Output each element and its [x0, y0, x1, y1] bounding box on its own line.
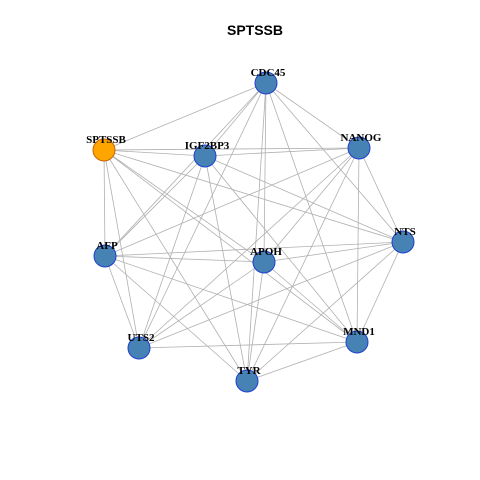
node-circle-nanog: [347, 136, 371, 160]
node-label-tyr: TYR: [237, 365, 261, 377]
edge-igf2bp3-nanog: [204, 147, 360, 157]
edge-tyr-mnd1: [246, 341, 358, 382]
edge-afp-mnd1: [104, 255, 358, 343]
node-circle-afp: [93, 244, 117, 268]
edge-nanog-nts: [358, 147, 404, 243]
edge-sptssb-mnd1: [103, 149, 358, 343]
edge-igf2bp3-nts: [204, 155, 404, 243]
edge-afp-uts2: [104, 255, 140, 349]
node-circle-uts2: [127, 336, 151, 360]
edge-nts-uts2: [138, 241, 404, 349]
edge-nts-mnd1: [356, 241, 404, 343]
node-circle-igf2bp3: [193, 144, 217, 168]
edge-sptssb-apoh: [103, 149, 265, 263]
node-igf2bp3: IGF2BP3: [185, 140, 230, 168]
edge-nanog-apoh: [263, 147, 360, 263]
node-apoh: APOH: [250, 246, 282, 274]
node-mnd1: MND1: [343, 326, 375, 354]
diagram-title: SPTSSB: [227, 22, 283, 38]
edge-nts-tyr: [246, 241, 404, 382]
edge-nanog-afp: [104, 147, 360, 257]
edge-igf2bp3-cdc45: [204, 82, 267, 157]
node-label-cdc45: CDC45: [251, 67, 286, 79]
node-circle-cdc45: [254, 71, 278, 95]
node-tyr: TYR: [235, 365, 262, 393]
node-label-nanog: NANOG: [341, 132, 382, 144]
node-sptssb: SPTSSB: [86, 134, 127, 162]
edge-cdc45-uts2: [138, 82, 267, 349]
edge-nanog-mnd1: [356, 147, 360, 343]
edge-cdc45-nanog: [265, 82, 360, 149]
edge-cdc45-afp: [104, 82, 267, 257]
edge-cdc45-apoh: [263, 82, 267, 263]
edge-cdc45-mnd1: [265, 82, 358, 343]
edge-nts-afp: [104, 241, 404, 257]
edge-cdc45-tyr: [246, 82, 267, 382]
node-cdc45: CDC45: [251, 67, 286, 95]
node-label-afp: AFP: [96, 240, 118, 252]
node-circle-mnd1: [345, 330, 369, 354]
edge-cdc45-nts: [265, 82, 404, 243]
node-label-nts: NTS: [394, 226, 415, 238]
node-label-igf2bp3: IGF2BP3: [185, 140, 230, 152]
node-label-apoh: APOH: [250, 246, 282, 258]
edge-nts-apoh: [263, 241, 404, 263]
edge-afp-apoh: [104, 255, 265, 263]
node-nanog: NANOG: [341, 132, 382, 160]
node-afp: AFP: [93, 240, 118, 268]
edge-nanog-tyr: [246, 147, 360, 382]
edge-igf2bp3-uts2: [138, 155, 206, 349]
node-label-uts2: UTS2: [128, 332, 155, 344]
node-circle-tyr: [235, 369, 259, 393]
edge-nanog-uts2: [138, 147, 360, 349]
edge-afp-tyr: [104, 255, 248, 382]
edges-layer: [103, 82, 404, 382]
edge-sptssb-nanog: [103, 147, 360, 151]
edge-sptssb-cdc45: [103, 82, 267, 151]
node-circle-apoh: [252, 250, 276, 274]
node-nts: NTS: [391, 226, 416, 254]
edge-apoh-tyr: [246, 261, 265, 382]
edge-igf2bp3-mnd1: [204, 155, 358, 343]
edge-uts2-mnd1: [138, 341, 358, 349]
node-circle-sptssb: [92, 138, 116, 162]
node-circle-nts: [391, 230, 415, 254]
node-label-sptssb: SPTSSB: [86, 134, 126, 146]
edge-sptssb-nts: [103, 149, 404, 243]
edge-apoh-mnd1: [263, 261, 358, 343]
node-label-mnd1: MND1: [343, 326, 375, 338]
node-uts2: UTS2: [127, 332, 155, 360]
edge-sptssb-tyr: [103, 149, 248, 382]
edge-sptssb-afp: [103, 149, 106, 257]
edge-igf2bp3-afp: [104, 155, 206, 257]
edge-apoh-uts2: [138, 261, 265, 349]
edge-sptssb-igf2bp3: [103, 149, 206, 157]
